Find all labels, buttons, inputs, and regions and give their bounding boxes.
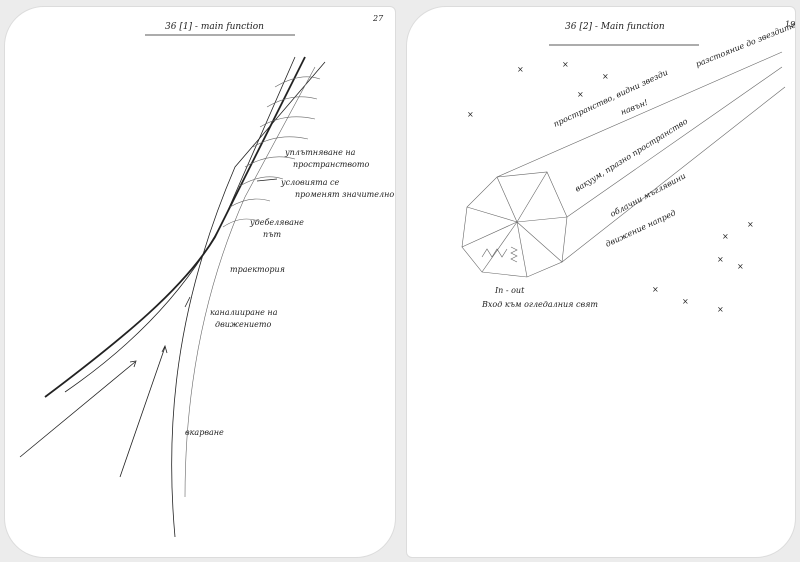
left-sketch-drawing: 36 [1] - main function 27 уплътняване на… <box>19 14 394 538</box>
annotation: Вход към огледалния свят <box>481 300 598 309</box>
arrow-head-2 <box>161 344 168 354</box>
star-marks: × × × × × × × × × × × × <box>467 60 754 314</box>
svg-text:×: × <box>682 297 689 306</box>
annotation: пространството <box>293 160 369 169</box>
page-number: 27 <box>372 14 384 23</box>
arrow-line-1 <box>19 361 136 458</box>
svg-text:×: × <box>467 110 474 119</box>
page-number: 19 <box>785 20 795 29</box>
tunnel-edge-bottom <box>561 86 786 263</box>
portal-segments <box>461 171 568 278</box>
annotation: път <box>263 230 281 239</box>
annotation: променят значително <box>295 190 394 199</box>
annotation: каналииране на <box>210 308 278 317</box>
compression-arcs <box>222 76 321 228</box>
page-title: 36 [1] - main function <box>165 22 264 32</box>
funnel-line-right <box>171 61 326 538</box>
annotation: In - out <box>494 286 525 295</box>
right-sketch-drawing: 36 [2] - Main function 19 ×××× ×××× ××××… <box>461 20 795 314</box>
arrow-head-1 <box>129 360 137 368</box>
annotation: облачни мъглявини <box>609 171 688 218</box>
annotation: движението <box>215 320 271 329</box>
annotation: вкарване <box>185 428 224 437</box>
svg-text:×: × <box>717 255 724 264</box>
svg-text:×: × <box>517 65 524 74</box>
svg-text:×: × <box>717 305 724 314</box>
annotation: пространство, видни звезди <box>552 68 669 129</box>
tunnel-edge-middle <box>566 66 783 218</box>
funnel-line-left <box>64 56 296 393</box>
annotation: уплътняване на <box>284 148 356 157</box>
svg-text:×: × <box>602 72 609 81</box>
svg-text:×: × <box>577 90 584 99</box>
annotation: удебеляване <box>249 218 304 227</box>
tunnel-edge-top <box>496 51 783 178</box>
pointer-arrow <box>256 178 278 182</box>
svg-text:×: × <box>737 262 744 271</box>
trajectory-thick-line <box>44 56 306 398</box>
annotation: разстояние до звездите <box>694 20 795 69</box>
svg-text:×: × <box>652 285 659 294</box>
annotation: условията се <box>280 178 340 187</box>
annotation: траектория <box>230 265 285 274</box>
page-title: 36 [2] - Main function <box>565 22 665 32</box>
annotation: навън! <box>619 98 649 117</box>
svg-text:×: × <box>722 232 729 241</box>
tunnel-portal-octagon <box>461 171 568 278</box>
svg-text:×: × <box>562 60 569 69</box>
svg-text:×: × <box>747 220 754 229</box>
right-sketch-page: 36 [2] - Main function 19 ×××× ×××× ××××… <box>406 6 796 558</box>
funnel-line-inner <box>184 66 316 498</box>
arrow-line-2 <box>119 346 166 478</box>
left-sketch-page: 36 [1] - main function 27 уплътняване на… <box>4 6 396 558</box>
arrow-line-3 <box>184 296 191 308</box>
